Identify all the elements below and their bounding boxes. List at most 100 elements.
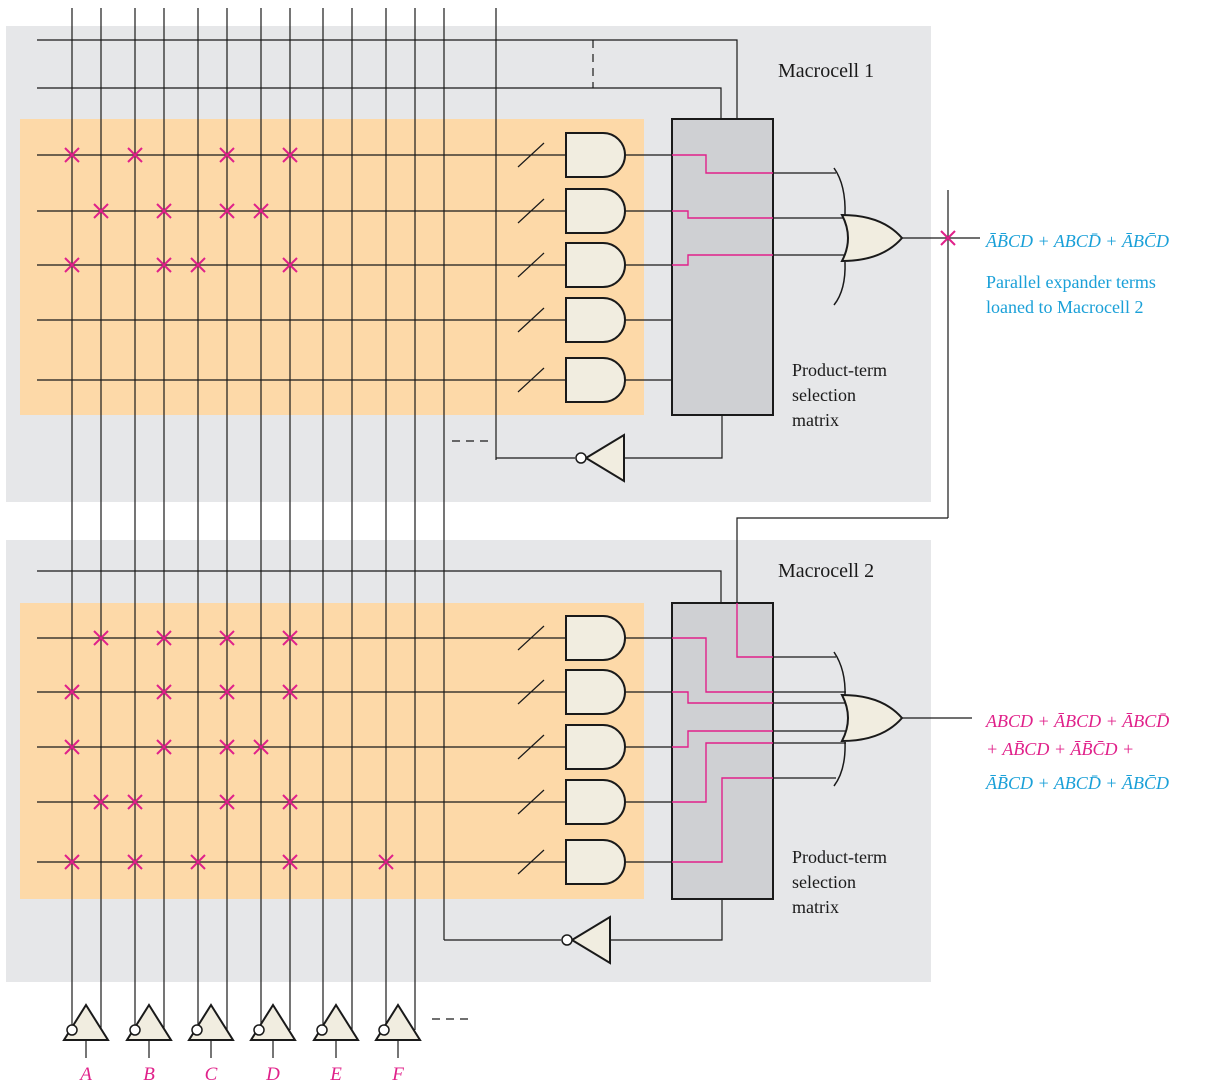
matrix-route <box>672 691 773 704</box>
connection-x <box>127 147 143 163</box>
input-label-E: E <box>329 1064 342 1084</box>
connection-x-stroke <box>156 630 172 646</box>
input-label-A: A <box>78 1064 92 1084</box>
bus-slash <box>517 679 545 705</box>
connection-x-stroke <box>940 230 956 246</box>
connection-x <box>64 739 80 755</box>
connection-x-stroke <box>64 739 80 755</box>
connection-x-stroke <box>64 257 80 273</box>
matrix-route <box>736 603 773 658</box>
matrix-route <box>672 254 773 266</box>
matrix-route <box>672 210 773 219</box>
bus-slash <box>517 849 545 875</box>
bus-slash <box>517 198 545 224</box>
bus-slash <box>517 367 545 393</box>
connection-x-stroke <box>282 147 298 163</box>
and-array-1 <box>20 119 644 415</box>
matrix-route <box>672 637 773 693</box>
connection-x-stroke <box>156 684 172 700</box>
connection-x-stroke <box>219 794 235 810</box>
and-gate <box>565 724 626 770</box>
connection-x <box>156 684 172 700</box>
and-gate <box>565 357 626 403</box>
and-gate <box>565 188 626 234</box>
connection-x-stroke <box>64 854 80 870</box>
and-array-2 <box>20 603 644 899</box>
connection-x <box>219 147 235 163</box>
connection-x-stroke <box>93 630 109 646</box>
buffer-bubble <box>316 1024 328 1036</box>
connection-x <box>219 739 235 755</box>
connection-x-stroke <box>156 203 172 219</box>
matrix-2-label-line2: selection <box>792 872 856 892</box>
connection-x-stroke <box>156 739 172 755</box>
connection-x <box>219 630 235 646</box>
or-input-bracket <box>833 741 846 787</box>
bus-slash <box>517 252 545 278</box>
expander-line <box>736 517 948 603</box>
connection-x <box>378 854 394 870</box>
connection-x-stroke <box>219 147 235 163</box>
connection-x-stroke <box>127 854 143 870</box>
macrocell-1-title: Macrocell 1 <box>778 60 874 82</box>
matrix-route <box>672 777 773 863</box>
connection-x <box>93 630 109 646</box>
connection-x <box>190 854 206 870</box>
or-gate <box>840 213 904 263</box>
bus-slash <box>517 789 545 815</box>
macrocell-2-output-line3: ĀB̄CD + ABCD̄ + ĀBC̄D <box>985 773 1169 793</box>
connection-x <box>282 257 298 273</box>
connection-x <box>282 684 298 700</box>
connection-x <box>156 203 172 219</box>
matrix-1-label-line1: Product-term <box>792 360 887 380</box>
connection-x <box>253 739 269 755</box>
feedback-inverter <box>570 915 611 965</box>
connection-x <box>282 147 298 163</box>
connection-x <box>156 630 172 646</box>
expander-note-line1: Parallel expander terms <box>986 272 1156 292</box>
global-line <box>37 570 722 603</box>
matrix-route <box>672 742 773 803</box>
connection-x <box>127 794 143 810</box>
connection-x <box>156 257 172 273</box>
and-gate <box>565 669 626 715</box>
selection-matrix-1 <box>671 118 774 416</box>
connection-x <box>64 257 80 273</box>
inverter-bubble <box>575 452 587 464</box>
connection-x-stroke <box>282 854 298 870</box>
connection-x <box>940 230 956 246</box>
bus-slash <box>517 142 545 168</box>
connection-x-stroke <box>190 257 206 273</box>
global-line <box>37 87 722 119</box>
connection-x <box>253 203 269 219</box>
matrix-route <box>672 154 773 174</box>
connection-x <box>219 684 235 700</box>
global-line <box>37 39 738 119</box>
connection-x-stroke <box>253 203 269 219</box>
connection-x-stroke <box>64 684 80 700</box>
connection-x <box>282 630 298 646</box>
macrocell-2-output-line2: + AB̄CD + ĀB̄C̄D + <box>986 739 1134 759</box>
connection-x <box>93 794 109 810</box>
connection-x-stroke <box>190 854 206 870</box>
and-gate <box>565 132 626 178</box>
connection-x <box>64 854 80 870</box>
connection-x-stroke <box>378 854 394 870</box>
connection-x-stroke <box>156 257 172 273</box>
feedback-line <box>624 415 723 459</box>
connection-x <box>190 257 206 273</box>
connection-x-stroke <box>93 203 109 219</box>
connection-x <box>64 147 80 163</box>
and-gate <box>565 242 626 288</box>
buffer-bubble <box>378 1024 390 1036</box>
or-input-bracket <box>833 167 846 216</box>
matrix-1-label-line3: matrix <box>792 410 839 430</box>
and-gate <box>565 779 626 825</box>
connection-x-stroke <box>282 684 298 700</box>
connection-x <box>127 854 143 870</box>
buffer-bubble <box>253 1024 265 1036</box>
connection-x-stroke <box>127 147 143 163</box>
connection-x-stroke <box>219 739 235 755</box>
connection-x <box>156 739 172 755</box>
